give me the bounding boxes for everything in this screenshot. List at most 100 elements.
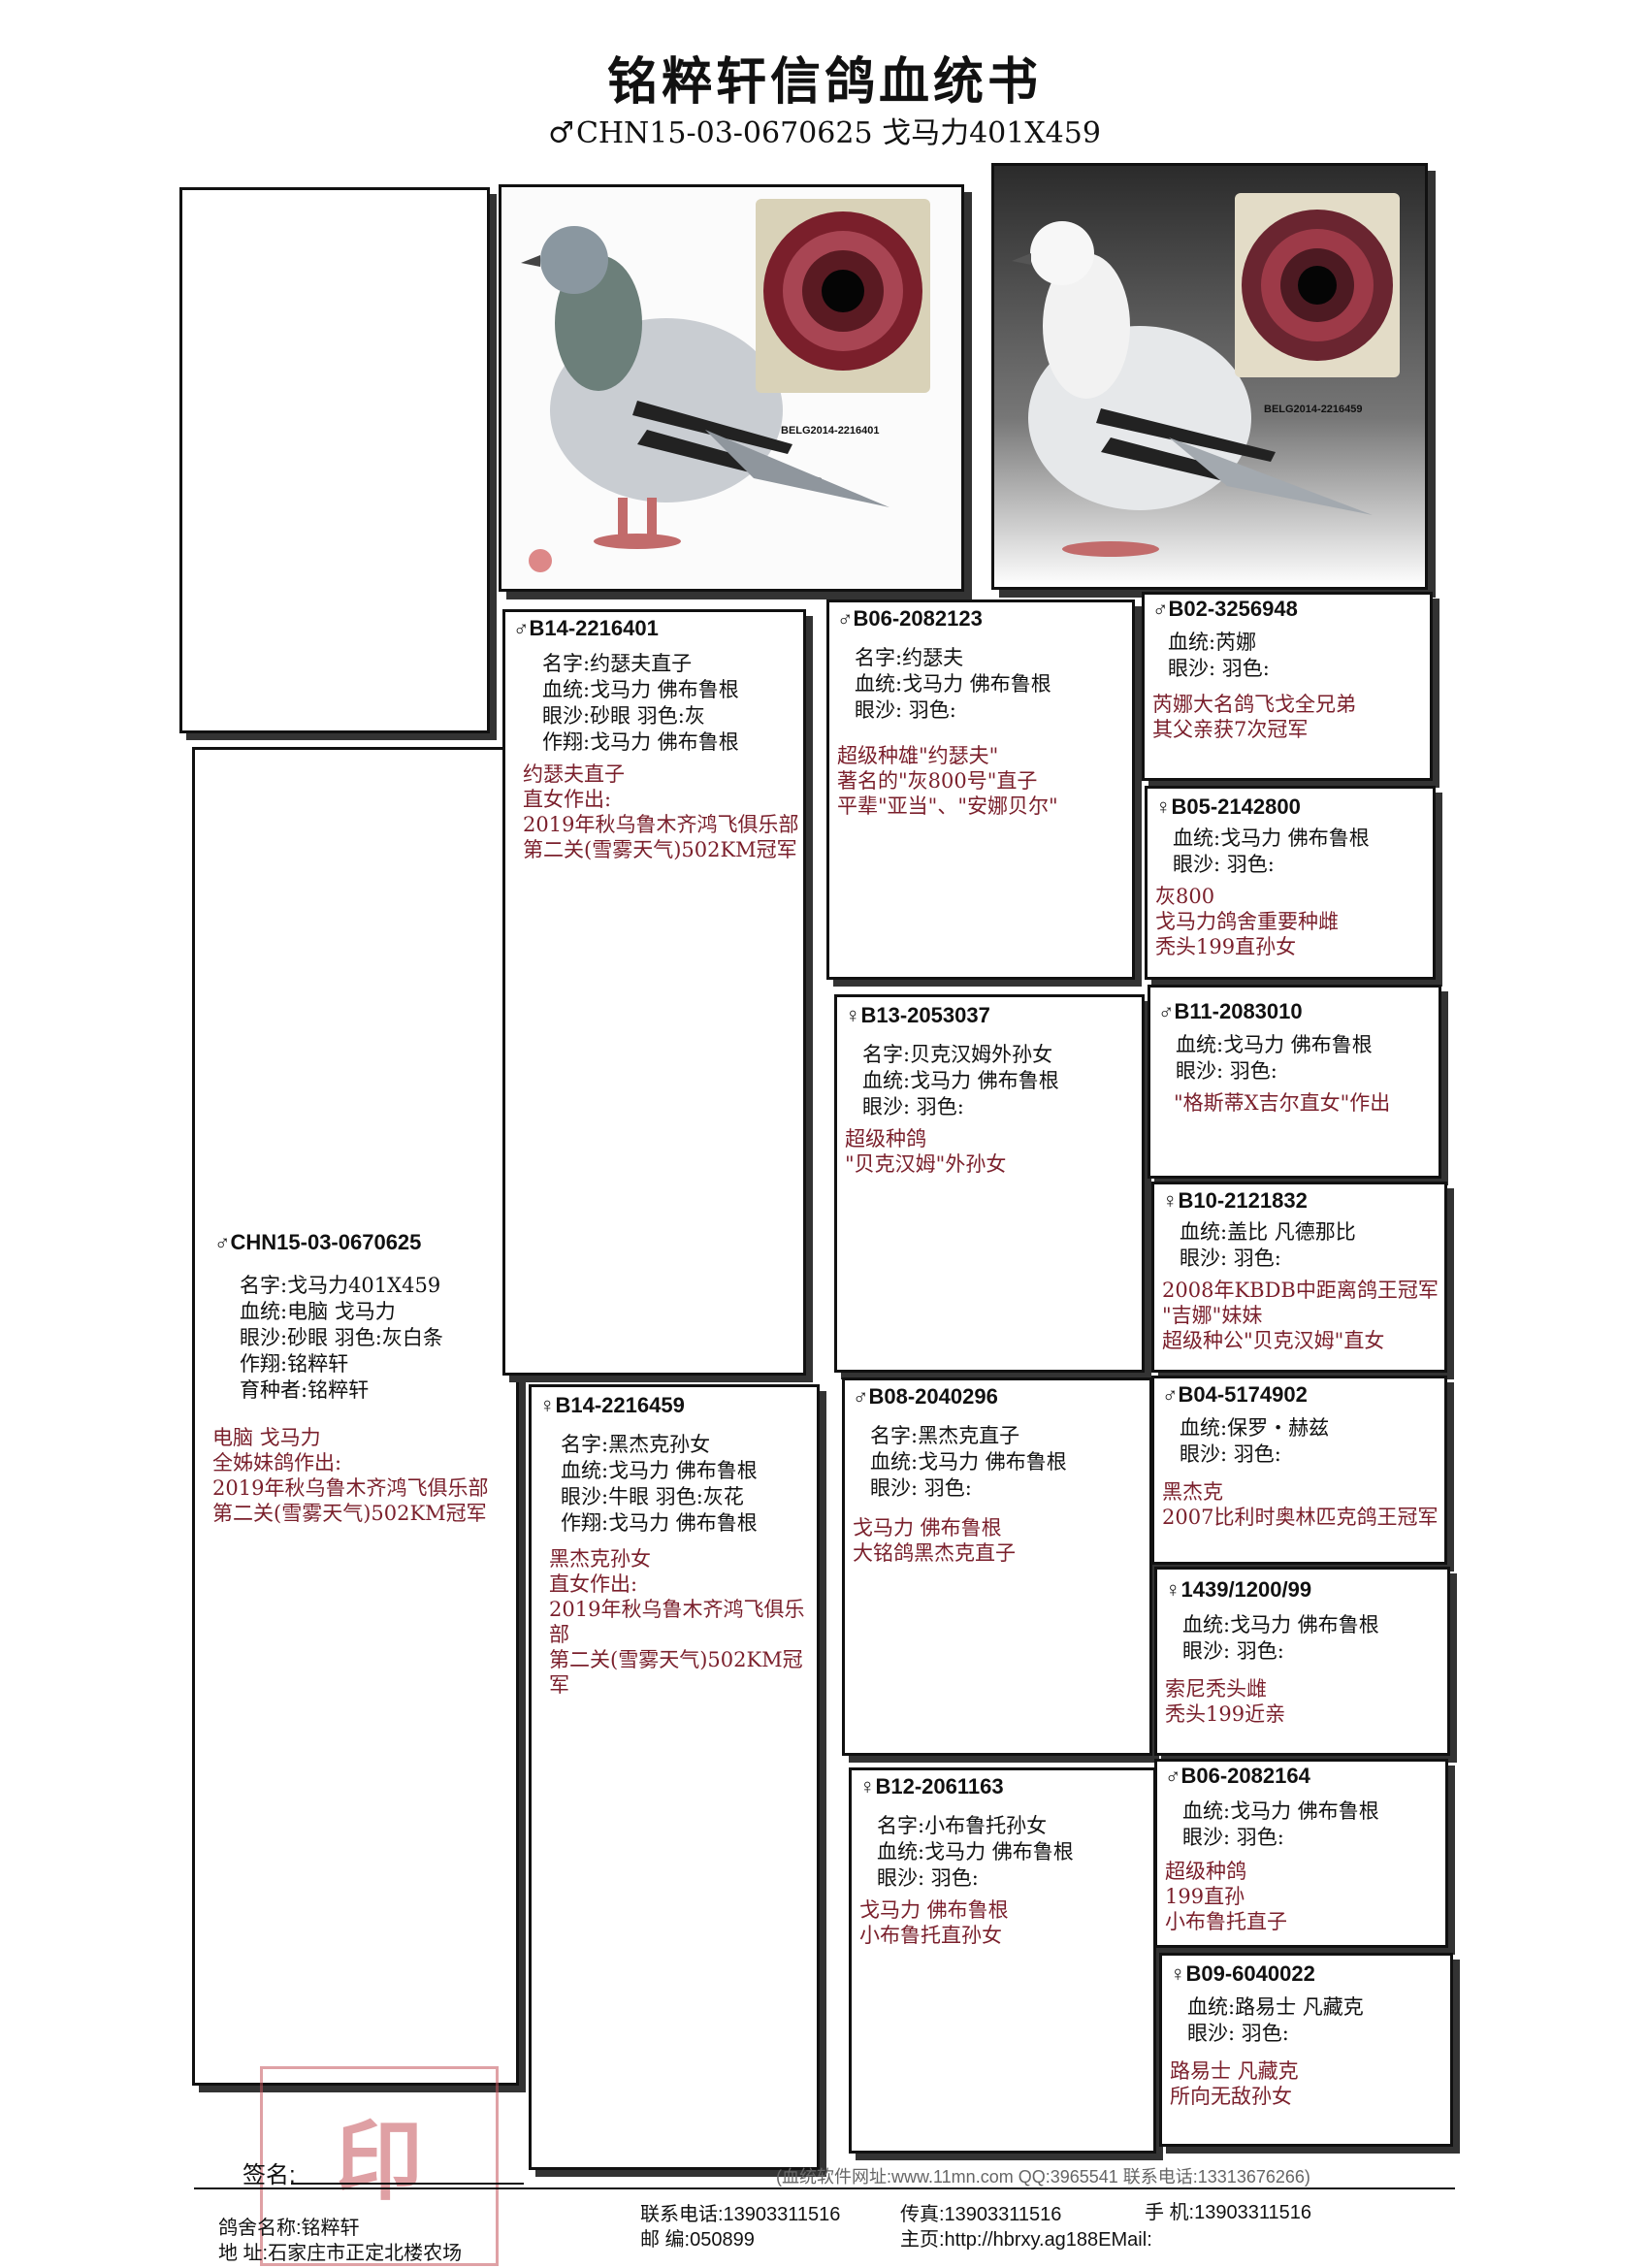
note: 平辈"亚当"、"安娜贝尔" — [837, 794, 1058, 818]
eye-caption: BELG2014-2216459 — [1264, 404, 1363, 415]
great-grandparent-card: ♂B04-5174902 血统:保罗・赫兹 眼沙: 羽色: 黑杰克 2007比利… — [1151, 1376, 1447, 1565]
field: 作翔:铭粹轩 — [240, 1352, 349, 1376]
note: 第二关(雪雾天气)502KM冠军 — [212, 1502, 487, 1525]
address: 地 址:石家庄市正定北楼农场 — [218, 2243, 463, 2264]
field: 眼沙: 羽色: — [1168, 657, 1270, 680]
note: 所向无敌孙女 — [1170, 2085, 1292, 2108]
note: "贝克汉姆"外孙女 — [845, 1152, 1007, 1176]
field: 名字:约瑟夫直子 — [542, 652, 693, 675]
note: 大铭鸽黑杰克直子 — [853, 1541, 1016, 1565]
note: 第二关(雪雾天气)502KM冠军 — [549, 1648, 803, 1697]
field: 血统:戈马力 佛布鲁根 — [877, 1840, 1074, 1863]
note: 其父亲获7次冠军 — [1152, 718, 1309, 741]
ring-number: ♂B14-2216401 — [513, 616, 659, 640]
field: 眼沙: 羽色: — [877, 1866, 979, 1890]
note: 索尼秃头雌 — [1165, 1677, 1267, 1701]
field: 血统:芮娜 — [1168, 631, 1257, 654]
field: 名字:约瑟夫 — [855, 646, 964, 669]
note: 约瑟夫直子 — [523, 762, 625, 786]
note: 2019年秋乌鲁木齐鸿飞俱乐部 — [523, 813, 799, 836]
loft-name: 鸽舍名称:铭粹轩 — [218, 2218, 360, 2239]
note: 超级种公"贝克汉姆"直女 — [1162, 1329, 1385, 1352]
grandparent-card: ♀B12-2061163 名字:小布鲁托孙女 血统:戈马力 佛布鲁根 眼沙: 羽… — [849, 1767, 1156, 2154]
field: 名字:黑杰克直子 — [870, 1424, 1020, 1447]
blank-frame — [179, 187, 490, 733]
subtitle-text: CHN15-03-0670625 戈马力401X459 — [575, 116, 1101, 150]
ring-number: ♂B02-3256948 — [1152, 597, 1298, 621]
note: 黑杰克 — [1162, 1480, 1223, 1504]
field: 血统:戈马力 佛布鲁根 — [1182, 1613, 1379, 1636]
ring-number: ♀B14-2216459 — [539, 1393, 685, 1417]
signature-line — [291, 2183, 524, 2185]
field: 血统:路易士 凡藏克 — [1187, 1995, 1364, 2019]
note: 秃头199直孙女 — [1155, 935, 1297, 958]
field: 眼沙:砂眼 羽色:灰白条 — [240, 1326, 443, 1349]
field: 血统:戈马力 佛布鲁根 — [561, 1459, 758, 1482]
note: 2007比利时奥林匹克鸽王冠军 — [1162, 1506, 1439, 1529]
male-symbol-icon: ♂ — [548, 116, 574, 150]
ring-number: ♂B06-2082123 — [837, 606, 983, 631]
pigeon-illustration — [1012, 221, 1373, 557]
note: 超级种雄"约瑟夫" — [837, 744, 999, 767]
ring-number: ♀B05-2142800 — [1155, 794, 1301, 819]
sign-label: 签名: — [242, 2162, 296, 2188]
note: 芮娜大名鸽飞戈全兄弟 — [1152, 693, 1356, 716]
note: 著名的"灰800号"直子 — [837, 769, 1038, 793]
ring-number: ♀B12-2061163 — [859, 1774, 1004, 1798]
eye-photo — [1235, 193, 1400, 377]
homepage: 主页:http://hbrxy.ag188EMail: — [900, 2229, 1152, 2251]
field: 眼沙: 羽色: — [862, 1095, 964, 1118]
field: 育种者:铭粹轩 — [240, 1378, 370, 1402]
dam-card: ♀B14-2216459 名字:黑杰克孙女 血统:戈马力 佛布鲁根 眼沙:牛眼 … — [529, 1384, 820, 2170]
ring-number: ♂B06-2082164 — [1165, 1764, 1310, 1788]
field: 名字:贝克汉姆外孙女 — [862, 1043, 1053, 1066]
grandparent-card: ♂B06-2082123 名字:约瑟夫 血统:戈马力 佛布鲁根 眼沙: 羽色: … — [826, 599, 1135, 980]
mobile: 手 机:13903311516 — [1145, 2202, 1311, 2223]
note: 2019年秋乌鲁木齐鸿飞俱乐部 — [549, 1598, 805, 1646]
note: 2008年KBDB中距离鸽王冠军 — [1162, 1279, 1439, 1302]
grandparent-card: ♂B08-2040296 名字:黑杰克直子 血统:戈马力 佛布鲁根 眼沙: 羽色… — [842, 1377, 1152, 1756]
note: 直女作出: — [549, 1572, 638, 1596]
field: 眼沙: 羽色: — [870, 1476, 972, 1500]
software-watermark: (血统软件网址:www.11mn.com QQ:3965541 联系电话:133… — [776, 2167, 1310, 2187]
note: "格斯蒂X吉尔直女"作出 — [1174, 1091, 1391, 1115]
field: 名字:黑杰克孙女 — [561, 1433, 711, 1456]
great-grandparent-card: ♀1439/1200/99 血统:戈马力 佛布鲁根 眼沙: 羽色: 索尼秃头雌 … — [1154, 1567, 1450, 1756]
great-grandparent-card: ♀B09-6040022 血统:路易士 凡藏克 眼沙: 羽色: 路易士 凡藏克 … — [1159, 1953, 1453, 2147]
note: "吉娜"妹妹 — [1162, 1304, 1263, 1327]
footer-divider — [194, 2187, 1455, 2189]
pigeon-illustration — [521, 226, 889, 572]
great-grandparent-card: ♂B06-2082164 血统:戈马力 佛布鲁根 眼沙: 羽色: 超级种鸽 19… — [1154, 1759, 1448, 1948]
field: 血统:盖比 凡德那比 — [1180, 1220, 1356, 1244]
great-grandparent-card: ♂B11-2083010 血统:戈马力 佛布鲁根 眼沙: 羽色: "格斯蒂X吉尔… — [1148, 985, 1441, 1179]
field: 血统:戈马力 佛布鲁根 — [1182, 1799, 1379, 1823]
sire-card: ♂B14-2216401 名字:约瑟夫直子 血统:戈马力 佛布鲁根 眼沙:砂眼 … — [502, 609, 806, 1376]
field: 血统:戈马力 佛布鲁根 — [870, 1450, 1067, 1474]
note: 第二关(雪雾天气)502KM冠军 — [523, 838, 797, 861]
note: 直女作出: — [523, 788, 612, 811]
field: 眼沙: 羽色: — [1187, 2022, 1289, 2045]
eye-photo — [756, 199, 930, 393]
field: 名字:小布鲁托孙女 — [877, 1814, 1048, 1837]
note: 2019年秋乌鲁木齐鸿飞俱乐部 — [212, 1476, 489, 1500]
field: 眼沙: 羽色: — [1176, 1059, 1277, 1083]
field: 眼沙:牛眼 羽色:灰花 — [561, 1485, 744, 1508]
note: 超级种鸽 — [845, 1127, 926, 1150]
note: 戈马力鸽舍重要种雌 — [1155, 910, 1339, 933]
ring-number: ♂B08-2040296 — [853, 1384, 998, 1409]
field: 血统:保罗・赫兹 — [1180, 1416, 1330, 1440]
page-title: 铭粹轩信鸽血统书 — [606, 52, 1042, 112]
field: 眼沙: 羽色: — [1180, 1247, 1281, 1270]
field: 眼沙: 羽色: — [855, 698, 956, 722]
field: 眼沙: 羽色: — [1182, 1639, 1284, 1663]
note: 全姊妹鸽作出: — [212, 1451, 342, 1474]
field: 名字:戈马力401X459 — [240, 1274, 441, 1297]
seal-stamp: 印 — [260, 2066, 499, 2266]
note: 路易士 凡藏克 — [1170, 2059, 1299, 2083]
note: 灰800 — [1155, 885, 1215, 908]
note: 黑杰克孙女 — [549, 1547, 651, 1571]
field: 血统:戈马力 佛布鲁根 — [1173, 826, 1370, 850]
ring-number: ♂CHN15-03-0670625 — [214, 1230, 422, 1254]
note: 小布鲁托直孙女 — [859, 1924, 1002, 1947]
field: 血统:戈马力 佛布鲁根 — [862, 1069, 1059, 1092]
